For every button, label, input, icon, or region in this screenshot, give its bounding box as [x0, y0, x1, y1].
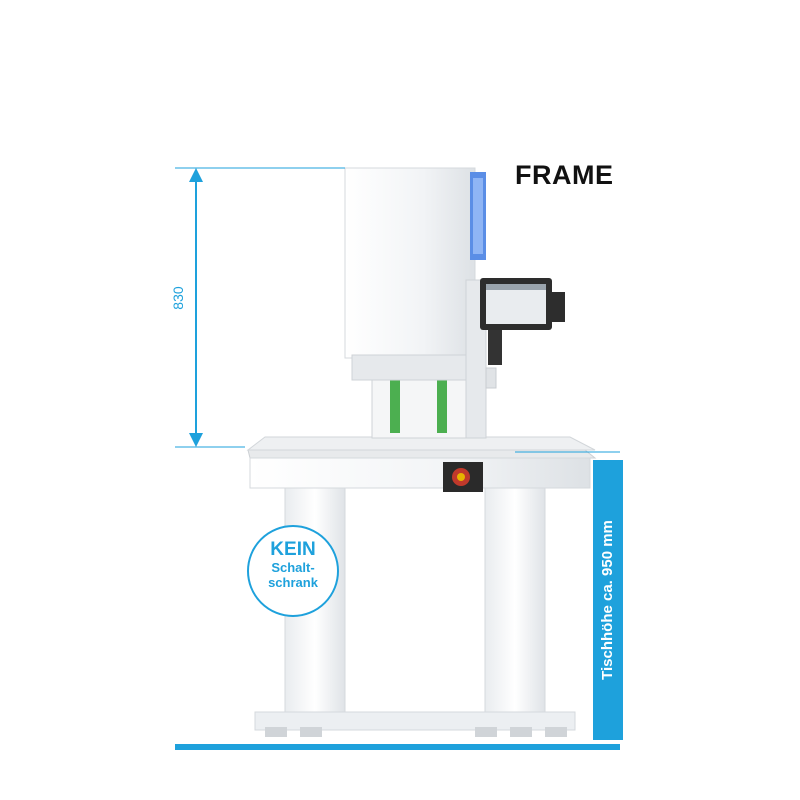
- badge-line-1: KEIN: [270, 539, 316, 560]
- guide-rail-left: [390, 378, 400, 433]
- tool-area: [371, 377, 467, 439]
- arrow-down-icon: [189, 433, 203, 447]
- foot-right-1: [475, 727, 497, 737]
- foot-left-2: [300, 727, 322, 737]
- page-title: FRAME: [515, 160, 614, 190]
- hmi-display: [486, 284, 546, 324]
- arrow-up-icon: [189, 168, 203, 182]
- foot-left-1: [265, 727, 287, 737]
- no-control-cabinet-badge: KEIN Schalt- schrank: [247, 525, 339, 617]
- table-leg-right: [484, 484, 546, 716]
- foot-right-3: [545, 727, 567, 737]
- side-box: [485, 367, 497, 389]
- base-frame: [254, 711, 576, 731]
- badge-line-2: Schalt-: [271, 560, 315, 575]
- table-height-label: Tischhöhe ca. 950 mm: [599, 520, 616, 680]
- table-height-bar: [593, 460, 623, 740]
- table-top: [247, 449, 597, 459]
- hmi-side-handle: [551, 292, 565, 322]
- table-top-surface: [246, 436, 596, 451]
- guide-rail-right: [437, 378, 447, 433]
- hmi-arm: [488, 330, 502, 365]
- table-apron: [249, 457, 591, 489]
- dimension-label-830: 830: [170, 286, 186, 310]
- badge-line-3: schrank: [268, 575, 318, 590]
- floor-line: [175, 744, 620, 750]
- press-neck: [351, 354, 468, 381]
- press-column: [344, 167, 476, 359]
- foot-right-2: [510, 727, 532, 737]
